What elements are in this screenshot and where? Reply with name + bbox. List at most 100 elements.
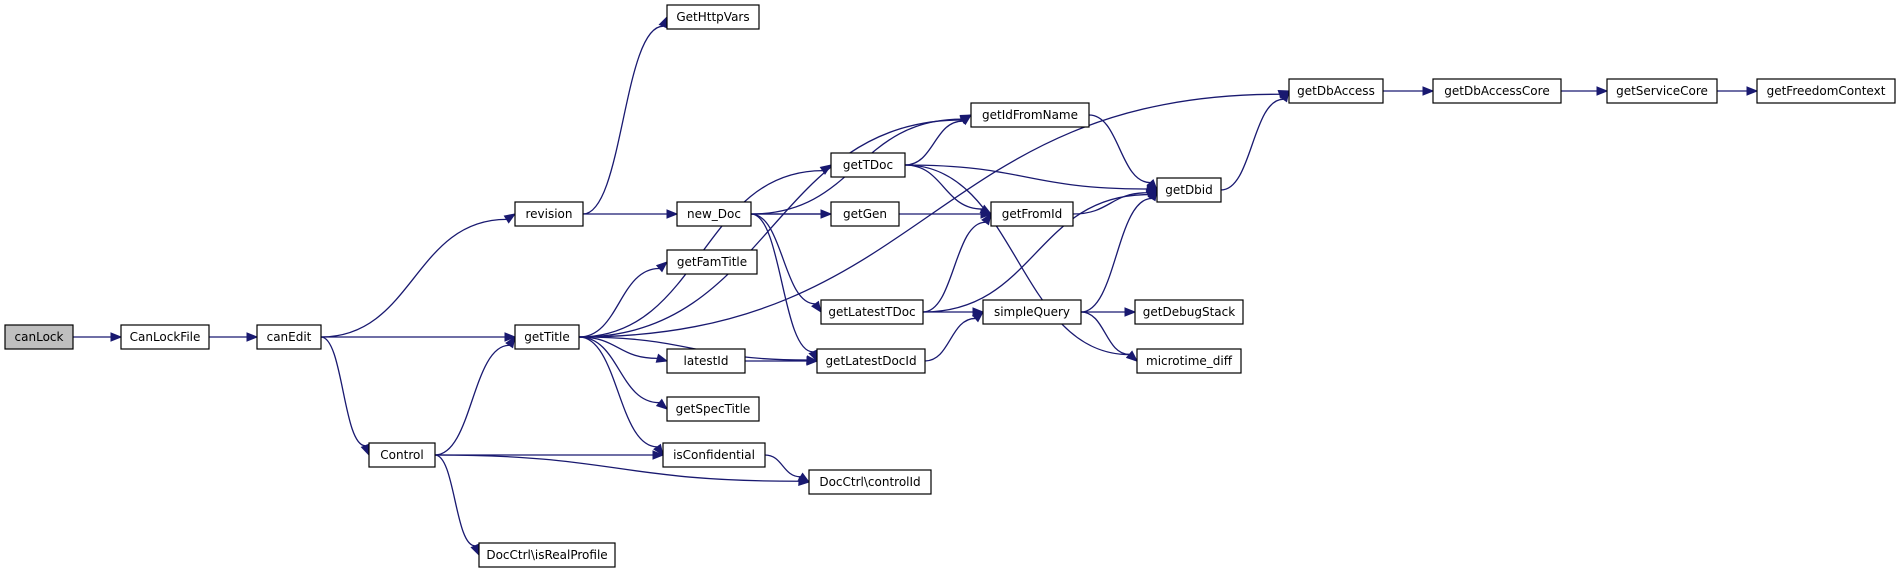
node-box bbox=[830, 152, 906, 178]
node-box bbox=[982, 299, 1082, 325]
node-getFromId[interactable]: getFromId bbox=[990, 201, 1074, 227]
node-Control[interactable]: Control bbox=[368, 442, 436, 468]
node-box bbox=[1432, 78, 1562, 104]
node-getFreedomContext[interactable]: getFreedomContext bbox=[1756, 78, 1896, 104]
edge-getDbAccessCore-to-getServiceCore bbox=[1561, 86, 1609, 96]
node-box bbox=[1136, 348, 1242, 374]
edge-getTDoc-to-microtime_diff bbox=[904, 164, 1139, 362]
node-label: getDebugStack bbox=[1143, 305, 1235, 319]
node-box bbox=[808, 469, 932, 495]
node-label: Control bbox=[380, 448, 423, 462]
node-label: getDbid bbox=[1165, 183, 1213, 197]
node-label: revision bbox=[525, 207, 572, 221]
node-box bbox=[514, 201, 584, 227]
node-label: DocCtrl\isRealProfile bbox=[486, 548, 607, 562]
node-box bbox=[1288, 78, 1384, 104]
edge-getTDoc-to-getFromId bbox=[904, 164, 993, 215]
node-box bbox=[820, 299, 924, 325]
node-GetHttpVars[interactable]: GetHttpVars bbox=[666, 4, 760, 30]
node-getServiceCore[interactable]: getServiceCore bbox=[1606, 78, 1718, 104]
node-new_Doc[interactable]: new_Doc bbox=[676, 201, 752, 227]
node-box bbox=[1756, 78, 1896, 104]
node-getGen[interactable]: getGen bbox=[830, 201, 900, 227]
edge-getServiceCore-to-getFreedomContext bbox=[1717, 86, 1759, 96]
node-DocCtrl_isRealProfile[interactable]: DocCtrl\isRealProfile bbox=[478, 542, 616, 568]
node-box bbox=[990, 201, 1074, 227]
edge-canEdit-to-getTitle bbox=[320, 332, 517, 342]
node-label: getLatestDocId bbox=[825, 354, 916, 368]
node-box bbox=[666, 4, 760, 30]
node-label: CanLockFile bbox=[130, 330, 201, 344]
edge-getDbAccess-to-getDbAccessCore bbox=[1383, 86, 1435, 96]
edge-getLatestTDoc-to-getFromId bbox=[922, 212, 992, 313]
node-box bbox=[120, 324, 210, 350]
node-DocCtrl_controlId[interactable]: DocCtrl\controlId bbox=[808, 469, 932, 495]
node-label: isConfidential bbox=[673, 448, 755, 462]
node-CanLockFile[interactable]: CanLockFile bbox=[120, 324, 210, 350]
node-getDebugStack[interactable]: getDebugStack bbox=[1134, 299, 1244, 325]
edge-simpleQuery-to-getDbid bbox=[1080, 188, 1158, 313]
node-box bbox=[368, 442, 436, 468]
edge-Control-to-getTitle bbox=[434, 335, 516, 456]
node-label: getDbAccess bbox=[1297, 84, 1375, 98]
node-box bbox=[256, 324, 322, 350]
node-box bbox=[970, 102, 1090, 128]
node-getSpecTitle[interactable]: getSpecTitle bbox=[666, 396, 760, 422]
node-label: getTitle bbox=[524, 330, 569, 344]
edge-getTDoc-to-getDbid bbox=[904, 164, 1159, 194]
node-box bbox=[514, 324, 580, 350]
edge-Control-to-DocCtrl_isRealProfile bbox=[434, 454, 480, 557]
edge-getTitle-to-isConfidential bbox=[578, 336, 664, 457]
edge-new_Doc-to-getLatestTDoc bbox=[750, 213, 822, 314]
node-revision[interactable]: revision bbox=[514, 201, 584, 227]
node-canLock[interactable]: canLock bbox=[4, 324, 74, 350]
node-getDbAccess[interactable]: getDbAccess bbox=[1288, 78, 1384, 104]
edge-getTitle-to-getSpecTitle bbox=[578, 336, 669, 410]
node-box bbox=[830, 201, 900, 227]
node-simpleQuery[interactable]: simpleQuery bbox=[982, 299, 1082, 325]
edges-layer bbox=[72, 15, 1759, 557]
node-box bbox=[478, 542, 616, 568]
node-latestId[interactable]: latestId bbox=[666, 348, 746, 374]
node-label: microtime_diff bbox=[1146, 354, 1233, 368]
node-box bbox=[662, 442, 766, 468]
node-getLatestTDoc[interactable]: getLatestTDoc bbox=[820, 299, 924, 325]
node-getTDoc[interactable]: getTDoc bbox=[830, 152, 906, 178]
node-label: getLatestTDoc bbox=[828, 305, 915, 319]
node-box bbox=[666, 348, 746, 374]
node-box bbox=[666, 396, 760, 422]
node-getIdFromName[interactable]: getIdFromName bbox=[970, 102, 1090, 128]
edge-getIdFromName-to-getDbid bbox=[1088, 114, 1158, 191]
node-label: getFreedomContext bbox=[1767, 84, 1886, 98]
node-label: getGen bbox=[843, 207, 887, 221]
edge-canEdit-to-Control bbox=[320, 336, 370, 457]
node-box bbox=[1606, 78, 1718, 104]
node-getLatestDocId[interactable]: getLatestDocId bbox=[816, 348, 926, 374]
edge-getTitle-to-getFamTitle bbox=[578, 261, 669, 338]
edge-isConfidential-to-DocCtrl_controlId bbox=[764, 454, 811, 483]
edge-CanLockFile-to-canEdit bbox=[208, 332, 259, 342]
edge-getTitle-to-latestId bbox=[578, 336, 669, 363]
edge-latestId-to-getLatestDocId bbox=[745, 356, 819, 366]
edge-simpleQuery-to-microtime_diff bbox=[1080, 311, 1139, 362]
node-getDbid[interactable]: getDbid bbox=[1156, 177, 1222, 203]
node-label: canEdit bbox=[267, 330, 312, 344]
node-microtime_diff[interactable]: microtime_diff bbox=[1136, 348, 1242, 374]
node-label: simpleQuery bbox=[994, 305, 1070, 319]
node-getTitle[interactable]: getTitle bbox=[514, 324, 580, 350]
node-box bbox=[816, 348, 926, 374]
node-isConfidential[interactable]: isConfidential bbox=[662, 442, 766, 468]
edge-getTDoc-to-getIdFromName bbox=[904, 114, 973, 166]
node-box bbox=[666, 249, 758, 275]
node-label: getSpecTitle bbox=[676, 402, 751, 416]
node-label: latestId bbox=[684, 354, 729, 368]
edge-revision-to-new_Doc bbox=[583, 209, 679, 219]
node-canEdit[interactable]: canEdit bbox=[256, 324, 322, 350]
node-box bbox=[676, 201, 752, 227]
node-getFamTitle[interactable]: getFamTitle bbox=[666, 249, 758, 275]
node-getDbAccessCore[interactable]: getDbAccessCore bbox=[1432, 78, 1562, 104]
edge-canEdit-to-revision bbox=[320, 213, 517, 338]
edge-getDbid-to-getDbAccess bbox=[1220, 89, 1290, 191]
node-box bbox=[1156, 177, 1222, 203]
